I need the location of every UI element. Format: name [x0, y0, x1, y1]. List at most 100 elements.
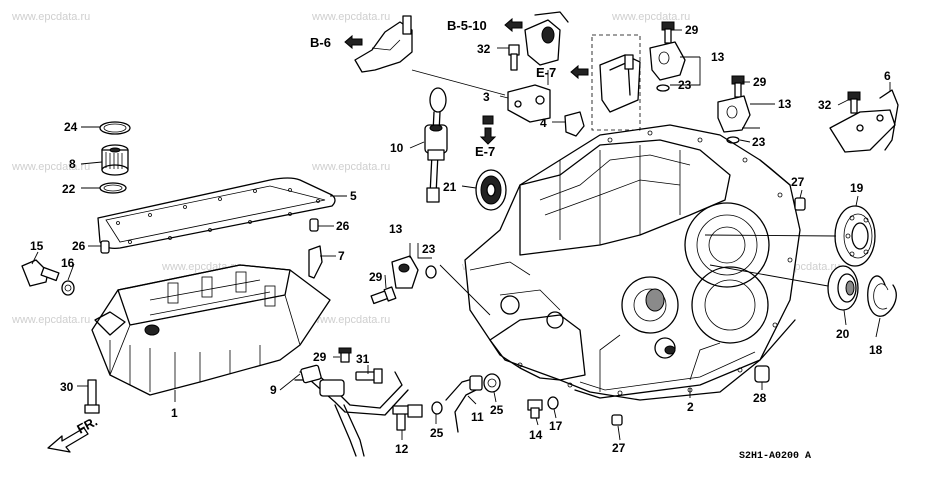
callout-30: 30	[60, 380, 74, 394]
callout-14: 14	[529, 428, 543, 442]
callout-2: 2	[687, 400, 694, 414]
callout-1: 1	[171, 406, 178, 420]
part-bolt-32-right	[847, 91, 861, 114]
reference-e7-bottom: E-7	[475, 127, 497, 159]
part-sensor-small	[308, 245, 323, 279]
callout-26: 26	[72, 239, 86, 253]
callout-10: 10	[390, 141, 404, 155]
callout-23: 23	[752, 135, 766, 149]
callout-15: 15	[30, 239, 44, 253]
watermark: www.epcdata.ru	[11, 11, 90, 23]
part-bolt-29-upper-b	[731, 75, 745, 98]
reference-label: B-5-10	[447, 18, 487, 33]
part-bolt-14	[527, 399, 543, 419]
part-bracket-3	[507, 84, 551, 123]
part-sensor-lower	[391, 255, 437, 289]
part-bracket-b6	[354, 15, 413, 73]
part-bearing-20	[827, 265, 859, 311]
callout-27: 27	[612, 441, 626, 455]
callout-12: 12	[395, 442, 409, 456]
part-sensor-4	[564, 111, 585, 137]
part-pipe-fitting	[445, 375, 483, 433]
callout-8: 8	[69, 157, 76, 171]
watermark: www.epcdata.ru	[11, 314, 90, 326]
callout-25: 25	[430, 426, 444, 440]
callout-21: 21	[443, 180, 457, 194]
part-washer-17	[547, 396, 559, 410]
part-drain-washer	[61, 280, 75, 296]
watermark: www.epcdata.ru	[311, 314, 390, 326]
watermark: www.epcdata.ru	[611, 11, 690, 23]
leader-lines	[31, 29, 891, 441]
part-oil-pan	[91, 264, 331, 396]
callout-31: 31	[356, 352, 370, 366]
part-banjo-bolt	[392, 404, 423, 431]
callout-13: 13	[778, 97, 792, 111]
callout-26: 26	[336, 219, 350, 233]
callout-24: 24	[64, 120, 78, 134]
part-bracket-6	[829, 89, 899, 153]
reference-e7-top: E-7	[536, 64, 589, 80]
watermark: www.epcdata.ru	[11, 161, 90, 173]
callout-17: 17	[549, 419, 563, 433]
callout-3: 3	[483, 90, 490, 104]
part-bracket-b510	[524, 11, 569, 66]
callout-32: 32	[818, 98, 832, 112]
callout-18: 18	[869, 343, 883, 357]
part-solenoid-upper	[649, 41, 686, 92]
part-bolt-e7	[482, 115, 494, 125]
part-dowel-pin-right	[309, 218, 319, 232]
part-transmission-case	[574, 319, 796, 399]
callout-25: 25	[490, 403, 504, 417]
callout-7: 7	[338, 249, 345, 263]
part-bracket-e7-group	[591, 34, 641, 131]
part-oil-pan-gasket	[97, 177, 336, 250]
callout-29: 29	[369, 270, 383, 284]
front-arrow-icon	[47, 427, 89, 453]
part-drain-bolt	[21, 259, 60, 287]
callout-28: 28	[753, 391, 767, 405]
part-washer-right	[483, 373, 501, 393]
front-direction-indicator: FR.	[47, 414, 100, 453]
part-bolt-29-lower	[338, 347, 352, 363]
reference-b510: B-5-10	[447, 17, 523, 33]
callout-22: 22	[62, 182, 76, 196]
part-pin-28	[754, 365, 770, 383]
callout-32: 32	[477, 42, 491, 56]
callout-4: 4	[540, 116, 547, 130]
part-bolt-32-center	[508, 44, 520, 71]
callout-5: 5	[350, 189, 357, 203]
callout-29: 29	[753, 75, 767, 89]
callout-23: 23	[422, 242, 436, 256]
reference-label: E-7	[475, 144, 495, 159]
part-pin-27-lower	[611, 414, 623, 426]
part-bolt-29-upper-a	[661, 21, 675, 44]
callout-labels: 1 2 3 4 5 6 7 8 9 10 11 12 13 13 13 14 1…	[30, 23, 891, 456]
reference-b6: B-6	[310, 34, 363, 50]
callout-27: 27	[791, 175, 805, 189]
part-filter	[101, 144, 129, 176]
part-pin-27-upper	[794, 197, 806, 211]
part-dowel-pin-left	[100, 240, 110, 254]
callout-23: 23	[678, 78, 692, 92]
callout-13: 13	[389, 222, 403, 236]
part-washer-left	[431, 401, 443, 415]
part-pan-bolt	[84, 379, 100, 414]
watermark: www.epcdata.ru	[311, 11, 390, 23]
diagram-code: S2H1-A0200 A	[739, 451, 811, 462]
watermark: www.epcdata.ru	[311, 161, 390, 173]
callout-13: 13	[711, 50, 725, 64]
part-bearing-19	[834, 205, 876, 267]
part-solenoid-middle	[717, 95, 751, 144]
callout-29: 29	[313, 350, 327, 364]
arrow-left-icon	[344, 34, 363, 50]
part-snap-ring	[867, 275, 897, 317]
part-oil-pipe	[294, 364, 409, 457]
callout-20: 20	[836, 327, 850, 341]
callout-9: 9	[270, 383, 277, 397]
part-bolt-31	[355, 368, 383, 384]
callout-11: 11	[471, 410, 484, 424]
reference-label: B-6	[310, 35, 331, 50]
part-dipstick	[424, 87, 448, 203]
